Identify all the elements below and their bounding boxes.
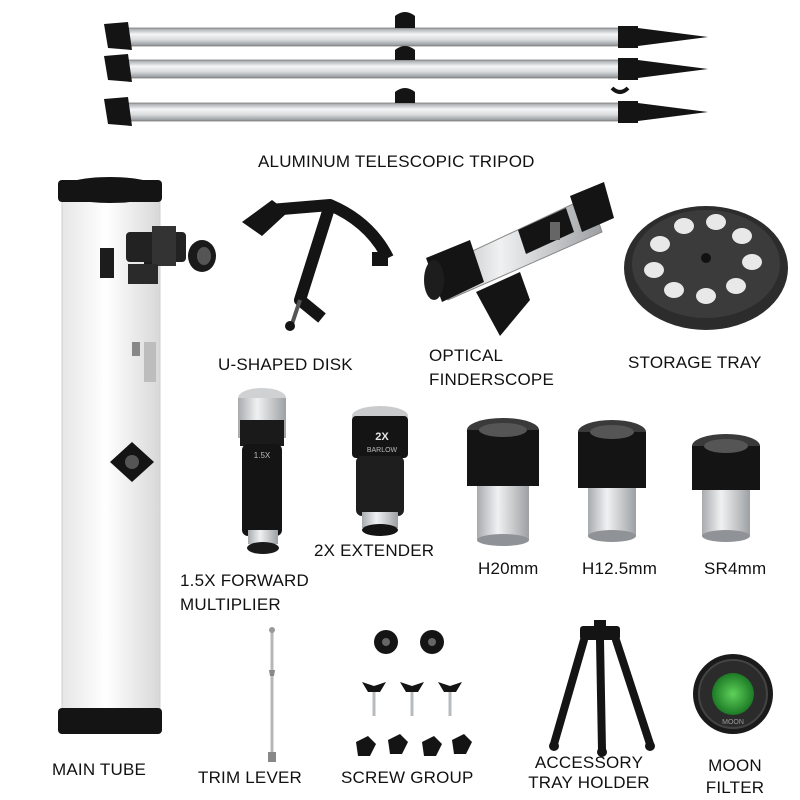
label-finderscope-line2: FINDERSCOPE: [429, 370, 554, 389]
optical-finderscope: [424, 182, 614, 336]
label-forward-multiplier-line1: 1.5X FORWARD: [180, 571, 309, 590]
label-screw-group: SCREW GROUP: [341, 768, 474, 787]
label-storage-tray: STORAGE TRAY: [628, 353, 762, 372]
trim-lever: [268, 627, 276, 762]
label-tray-holder-line2: TRAY HOLDER: [528, 773, 650, 792]
forward-multiplier: 1.5X: [238, 388, 286, 554]
storage-tray: [624, 206, 788, 330]
label-finderscope-line1: OPTICAL: [429, 346, 504, 365]
label-eyepiece-h12-5: H12.5mm: [582, 559, 658, 578]
tripod-leg: [104, 86, 708, 126]
two-x-extender: 2X BARLOW: [352, 406, 408, 536]
eyepiece-h12-5: [578, 420, 646, 542]
screw-group: [356, 630, 472, 756]
label-u-shaped-disk: U-SHAPED DISK: [218, 355, 353, 374]
label-extender: 2X EXTENDER: [314, 541, 435, 560]
main-tube: [58, 177, 216, 734]
moon-filter-marking: MOON: [722, 719, 744, 726]
accessory-tray-holder: [549, 620, 655, 757]
label-moon-filter-line1: MOON: [708, 756, 762, 775]
label-moon-filter-line2: FILTER: [705, 778, 765, 797]
label-tray-holder-line1: ACCESSORY: [534, 753, 644, 772]
multiplier-marking: 1.5X: [254, 451, 271, 460]
tripod-leg: [104, 46, 708, 82]
u-shaped-disk: [242, 199, 394, 331]
eyepiece-h20: [467, 418, 539, 546]
tripod-leg: [104, 12, 708, 50]
label-main-tube: MAIN TUBE: [52, 760, 147, 779]
extender-marking-2: BARLOW: [367, 447, 398, 454]
label-tripod: ALUMINUM TELESCOPIC TRIPOD: [258, 152, 535, 171]
extender-marking: 2X: [375, 431, 389, 443]
label-eyepiece-h20: H20mm: [478, 559, 539, 578]
tripod: [104, 12, 708, 126]
label-forward-multiplier-line2: MULTIPLIER: [180, 595, 281, 614]
moon-filter: MOON: [693, 654, 773, 734]
label-eyepiece-sr4: SR4mm: [704, 559, 767, 578]
label-trim-lever: TRIM LEVER: [198, 768, 303, 787]
eyepiece-sr4: [692, 434, 760, 542]
